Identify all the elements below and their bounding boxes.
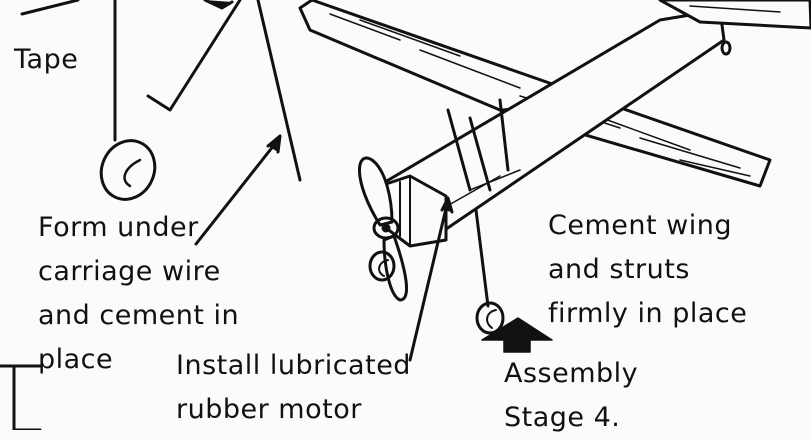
wheel-nose (368, 250, 396, 282)
rubber-motor-instruction: Install lubricated rubber motor (176, 344, 411, 432)
gear-wire (474, 208, 490, 308)
undercarriage-line-4: place (38, 344, 114, 375)
undercarriage-line-3: and cement in (38, 300, 240, 331)
form-leader-line (194, 138, 280, 246)
tape-label-text: Tape (14, 44, 79, 75)
wing-line-2: and struts (548, 254, 690, 285)
stage-line-2: Stage 4. (504, 402, 621, 433)
undercarriage-instruction: Form under carriage wire and cement in p… (38, 206, 239, 382)
stage-arrow (481, 317, 553, 353)
wing-line-1: Cement wing (548, 210, 732, 241)
wing-line-3: firmly in place (548, 298, 748, 329)
stage-line-1: Assembly (504, 358, 639, 389)
wheel-rear (475, 301, 505, 335)
propeller-upper (357, 156, 394, 227)
airplane-drawing (0, 0, 811, 430)
wheel-left (99, 139, 157, 201)
rubber-line-2: rubber motor (176, 394, 362, 425)
wing-strut-cross (468, 116, 492, 192)
form-leader-arrow (266, 134, 282, 154)
tape-leader-line (20, 0, 80, 16)
rubber-leader-line (408, 198, 450, 362)
margin-mark (0, 364, 42, 430)
assembly-stage-label: Assembly Stage 4. (504, 352, 638, 440)
undercarriage-line-2: carriage wire (38, 256, 221, 287)
wing-strut-front (446, 108, 472, 192)
undercarriage-wire-outer (256, 0, 302, 182)
undercarriage-line-1: Form under (38, 212, 199, 243)
tape-label: Tape (14, 38, 78, 82)
wing-strut-rear (498, 98, 510, 172)
propeller-hub (372, 216, 400, 240)
wing-instruction: Cement wing and struts firmly in place (548, 204, 747, 336)
tape-arrow-head (203, 0, 234, 10)
rubber-line-1: Install lubricated (176, 350, 411, 381)
undercarriage-wire-right (146, 0, 242, 112)
